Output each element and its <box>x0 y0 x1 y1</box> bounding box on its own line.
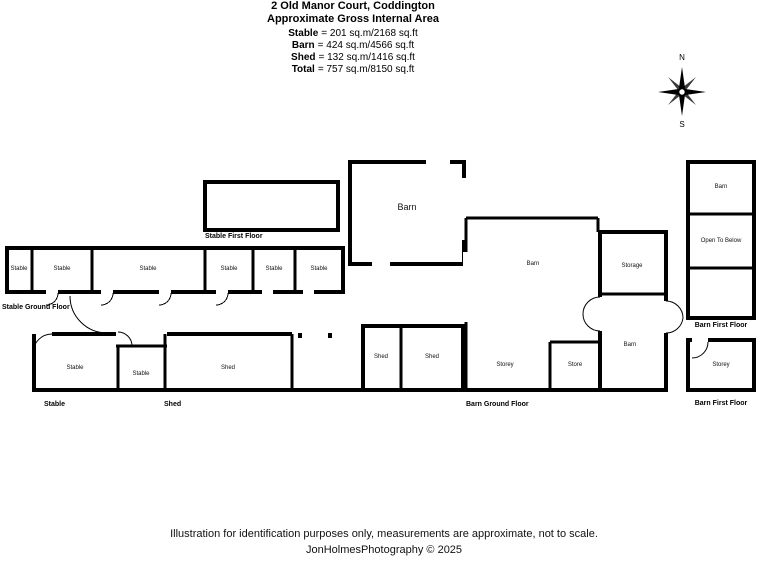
door-arcs <box>32 295 709 359</box>
area-line-barn: Barn= 424 sq.m/4566 sq.ft <box>0 40 706 52</box>
area-name: Total <box>291 64 315 75</box>
stable-first-floor-label: Stable First Floor <box>205 233 263 240</box>
compass-north-label: N <box>679 53 685 62</box>
barn-upper-room-label: Barn <box>397 202 417 212</box>
shed-room-2: Shed <box>424 354 439 360</box>
compass-south-label: S <box>679 120 685 129</box>
stable-ground-floor-label: Stable Ground Floor <box>2 304 70 311</box>
area-value: = 757 sq.m/8150 sq.ft <box>317 64 415 75</box>
stable-ground-floor-room-3: Stable <box>139 266 157 272</box>
stable-ground-floor-room-1: Stable <box>10 266 28 272</box>
stable-ground-floor-room-5: Stable <box>265 266 283 272</box>
range-room-stable-1: Stable <box>66 365 84 371</box>
barn-ground-floor-walls <box>463 216 670 390</box>
area-value: = 424 sq.m/4566 sq.ft <box>317 40 415 51</box>
area-name: Barn <box>291 40 315 51</box>
sheds-walls <box>361 324 465 392</box>
area-line-shed: Shed= 132 sq.m/1416 sq.ft <box>0 52 706 64</box>
barn-upper-walls <box>348 160 466 266</box>
barn-ground-floor-room-storage: Storage <box>621 263 643 269</box>
barn-first-floor-walls <box>686 160 756 320</box>
stable-section-label: Stable <box>44 401 66 408</box>
barn-ground-floor-room-storey: Storey <box>496 362 514 368</box>
disclaimer-text: Illustration for identification purposes… <box>170 528 598 540</box>
storey-right-walls <box>686 337 756 392</box>
shed-room-1: Shed <box>373 354 388 360</box>
barn-ground-floor-label: Barn Ground Floor <box>466 401 529 408</box>
range-room-shed: Shed <box>220 365 235 371</box>
area-value: = 201 sq.m/2168 sq.ft <box>321 28 418 39</box>
area-value: = 132 sq.m/1416 sq.ft <box>318 52 415 63</box>
barn-ground-floor-room-barn-lower: Barn <box>623 342 637 348</box>
area-line-total: Total= 757 sq.m/8150 sq.ft <box>0 64 706 76</box>
storey-right-room-label: Storey <box>712 362 730 368</box>
header-block: 2 Old Manor Court, Coddington Approximat… <box>0 0 706 76</box>
compass-star <box>658 67 706 116</box>
barn-ground-floor-room-store: Store <box>567 362 583 368</box>
stable-ground-floor-room-4: Stable <box>220 266 238 272</box>
area-name: Stable <box>288 28 319 39</box>
credit-text: JonHolmesPhotography © 2025 <box>305 544 463 556</box>
shed-section-label: Shed <box>164 401 182 408</box>
area-line-stable: Stable= 201 sq.m/2168 sq.ft <box>0 28 706 40</box>
stable-first-floor-walls <box>203 180 340 232</box>
barn-first-floor-room-open-to-below: Open To Below <box>700 238 742 244</box>
area-name: Shed <box>291 52 316 63</box>
barn-ground-floor-room-barn: Barn <box>526 261 540 267</box>
page-subtitle: Approximate Gross Internal Area <box>267 13 439 25</box>
compass-rose-icon <box>658 67 706 116</box>
stable-ground-floor-room-2: Stable <box>53 266 71 272</box>
page-title: 2 Old Manor Court, Coddington <box>271 0 435 12</box>
stable-ground-floor-room-6: Stable <box>310 266 328 272</box>
barn-first-floor-room-barn: Barn <box>714 184 728 190</box>
barn-first-floor-label: Barn First Floor <box>694 322 748 329</box>
range-room-stable-2: Stable <box>132 371 150 377</box>
storey-right-section-label: Barn First Floor <box>694 400 748 407</box>
stable-ground-floor-walls <box>5 246 345 306</box>
stable-shed-range-walls <box>32 332 668 392</box>
